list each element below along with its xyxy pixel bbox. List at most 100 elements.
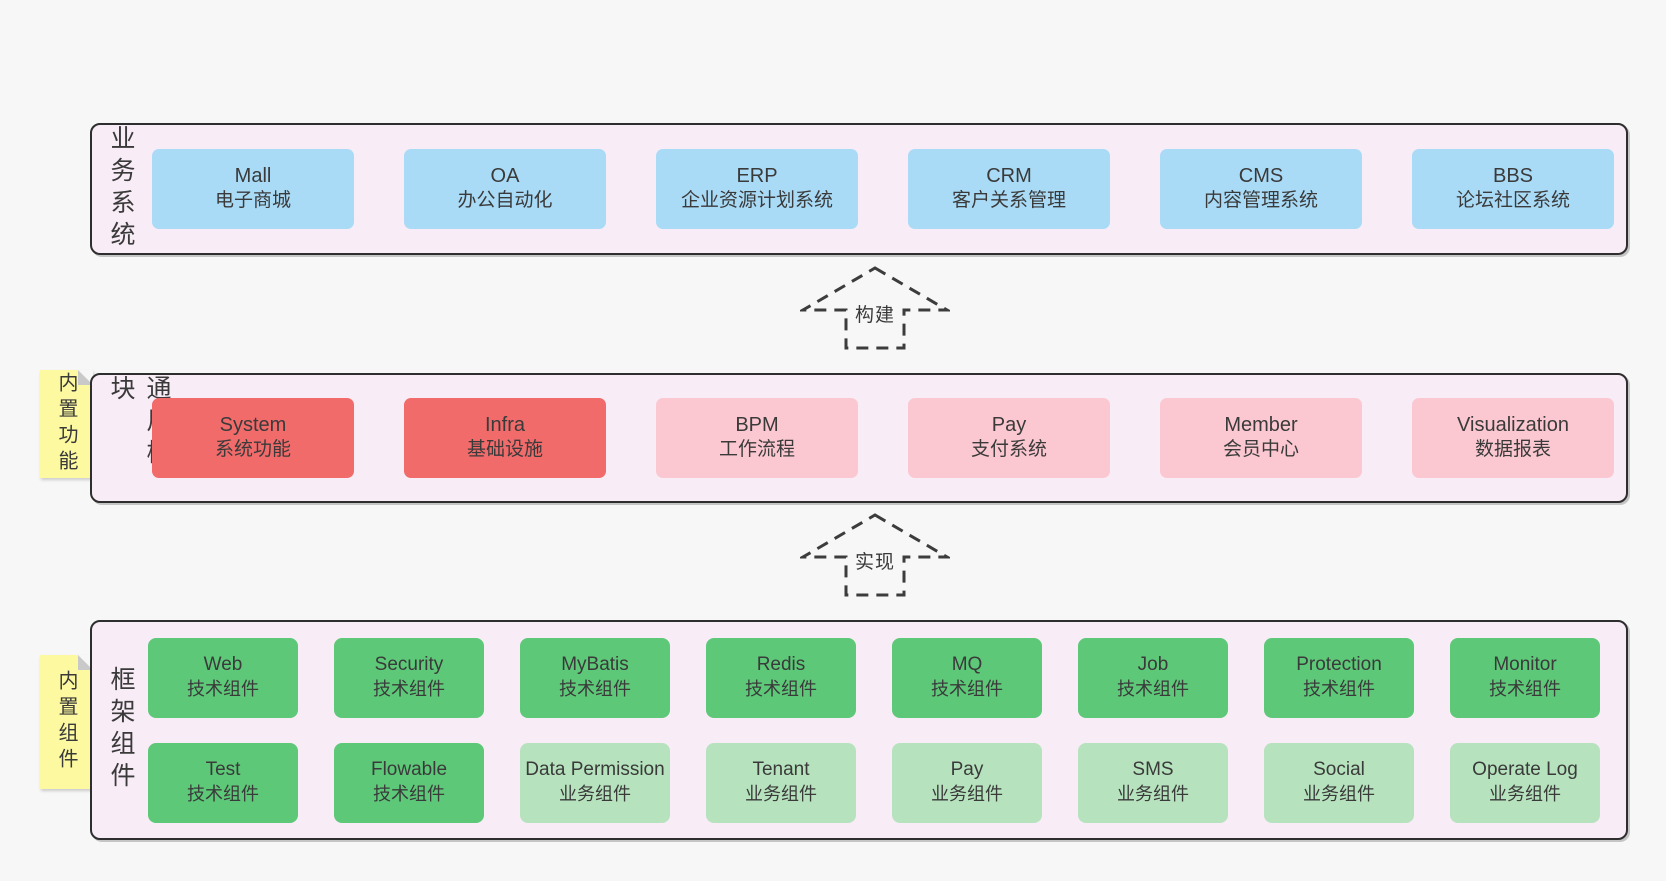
layer-label: 业务系统 [107,125,135,253]
module-desc: 技术组件 [745,678,817,699]
module-box-sms: SMS 业务组件 [1078,742,1228,823]
dashed-up-arrow-icon [800,513,950,597]
module-desc: 技术组件 [373,678,445,699]
module-name: Data Permission [525,758,665,780]
module-desc: 工作流程 [718,439,795,461]
module-desc: 业务组件 [1489,783,1561,804]
module-box-job: Job 技术组件 [1078,637,1228,718]
module-desc: 技术组件 [931,678,1003,699]
module-box-operate-log: Operate Log 业务组件 [1450,742,1600,823]
module-name: OA [490,165,520,188]
module-box-mybatis: MyBatis 技术组件 [520,637,670,718]
arrow-label: 实现 [850,547,900,574]
module-box-mq: MQ 技术组件 [892,637,1042,718]
module-box-security: Security 技术组件 [334,637,484,718]
module-name: Job [1137,653,1169,675]
module-box-redis: Redis 技术组件 [706,637,856,718]
module-name: Member [1224,414,1298,437]
module-desc: 电子商城 [214,190,291,212]
sticky-note-built-in-components: 内置组件 [40,655,93,789]
module-box-protection: Protection 技术组件 [1264,637,1414,718]
module-desc: 技术组件 [559,678,631,699]
module-desc: 企业资源计划系统 [680,190,833,212]
module-name: Pay [991,414,1027,437]
module-desc: 业务组件 [1117,783,1189,804]
module-name: CMS [1238,165,1284,188]
module-name: Infra [484,414,526,437]
module-name: MyBatis [561,653,629,675]
module-name: Flowable [370,758,448,780]
module-desc: 内容管理系统 [1203,190,1318,212]
module-name: Web [203,653,243,675]
module-name: Monitor [1493,653,1557,675]
module-desc: 办公自动化 [457,190,553,212]
folded-corner-icon [78,370,93,385]
module-desc: 技术组件 [187,678,259,699]
module-name: Pay [950,758,984,780]
sticky-note-label: 内置功能 [55,372,77,476]
module-desc: 业务组件 [745,783,817,804]
arrow-implement: 实现 [800,513,950,597]
module-box-monitor: Monitor 技术组件 [1450,637,1600,718]
dashed-up-arrow-icon [800,266,950,350]
module-desc: 基础设施 [466,439,543,461]
module-desc: 技术组件 [1117,678,1189,699]
module-name: Mall [234,165,272,188]
module-box-data-permission: Data Permission 业务组件 [520,742,670,823]
module-name: Protection [1296,653,1382,675]
module-box-web: Web 技术组件 [148,637,298,718]
module-desc: 系统功能 [214,439,291,461]
module-name: Social [1313,758,1365,780]
module-name: ERP [736,165,778,188]
module-name: Test [205,758,241,780]
arrow-label: 构建 [850,300,900,327]
module-name: Security [374,653,444,675]
module-name: CRM [986,165,1032,188]
module-desc: 技术组件 [1303,678,1375,699]
module-name: SMS [1132,758,1174,780]
module-name: BPM [735,414,779,437]
module-desc: 业务组件 [1303,783,1375,804]
module-desc: 会员中心 [1222,439,1299,461]
folded-corner-icon [78,655,93,670]
module-desc: 数据报表 [1474,439,1551,461]
module-desc: 业务组件 [931,783,1003,804]
module-name: Visualization [1457,414,1569,437]
module-box-pay: Pay 业务组件 [892,742,1042,823]
module-desc: 技术组件 [373,783,445,804]
module-box-test: Test 技术组件 [148,742,298,823]
module-desc: 技术组件 [1489,678,1561,699]
layer-common-modules: 通用模块System系统功能Infra基础设施BPM工作流程Pay支付系统Mem… [90,373,1628,503]
module-box-flowable: Flowable 技术组件 [334,742,484,823]
module-desc: 论坛社区系统 [1455,190,1570,212]
module-box-social: Social 业务组件 [1264,742,1414,823]
module-name: Redis [756,653,806,675]
module-desc: 客户关系管理 [951,190,1066,212]
module-desc: 技术组件 [187,783,259,804]
module-name: Operate Log [1472,758,1578,780]
module-name: MQ [951,653,983,675]
sticky-note-label: 内置组件 [55,670,77,774]
module-desc: 业务组件 [559,783,631,804]
module-name: BBS [1492,165,1534,188]
